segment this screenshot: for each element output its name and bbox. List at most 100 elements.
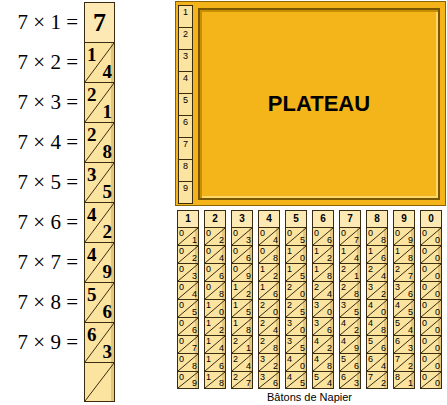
rod-cell: 00 bbox=[421, 246, 441, 264]
rod-cell: 36 bbox=[259, 372, 279, 388]
rod-header: 0 bbox=[421, 211, 441, 228]
equation-label: 7 × 8 = bbox=[18, 292, 78, 313]
units-digit: 4 bbox=[408, 326, 413, 335]
rod-cell: 06 bbox=[178, 318, 198, 336]
units-digit: 7 bbox=[246, 379, 251, 388]
tens-digit: 0 bbox=[422, 355, 427, 364]
diagonal-line bbox=[286, 336, 306, 353]
diagonal-line bbox=[85, 283, 114, 322]
tens-digit: 6 bbox=[341, 373, 346, 382]
tens-digit: 5 bbox=[395, 319, 400, 328]
diagonal-line bbox=[286, 228, 306, 245]
rod-cell: 06 bbox=[313, 228, 333, 246]
rod-cell: 15 bbox=[232, 300, 252, 318]
tens-digit: 4 bbox=[395, 301, 400, 310]
rod-cell: 24 bbox=[367, 264, 387, 282]
diagonal-line bbox=[340, 372, 360, 388]
tens-digit: 2 bbox=[341, 283, 346, 292]
units-digit: 7 bbox=[408, 272, 413, 281]
tens-digit: 1 bbox=[260, 265, 265, 274]
equation-label: 7 × 4 = bbox=[18, 132, 78, 153]
rod-cell: 00 bbox=[421, 228, 441, 246]
diagonal-line bbox=[421, 336, 441, 353]
tens-digit: 0 bbox=[179, 283, 184, 292]
tens-digit: 6 bbox=[368, 355, 373, 364]
plateau-index-strip: 123456789 bbox=[178, 5, 193, 204]
rod-cell: 09 bbox=[232, 264, 252, 282]
rod-cell: 20 bbox=[259, 300, 279, 318]
rod-header: 7 bbox=[340, 211, 360, 228]
diagonal-line bbox=[367, 300, 387, 317]
units-digit: 0 bbox=[300, 362, 305, 371]
equation-label: 7 × 2 = bbox=[18, 52, 78, 73]
rod-cell: 81 bbox=[394, 372, 414, 388]
units-digit: 0 bbox=[435, 290, 440, 299]
rod-cell: 72 bbox=[367, 372, 387, 388]
units-digit: 0 bbox=[435, 379, 440, 388]
rod-cell: 02 bbox=[178, 246, 198, 264]
tens-digit: 1 bbox=[233, 301, 238, 310]
diagonal-line bbox=[340, 228, 360, 245]
diagonal-line bbox=[232, 264, 252, 281]
tens-digit: 0 bbox=[422, 265, 427, 274]
units-digit: 8 bbox=[192, 362, 197, 371]
tens-digit: 0 bbox=[179, 265, 184, 274]
units-digit: 3 bbox=[408, 344, 413, 353]
rod-cell: 54 bbox=[394, 318, 414, 336]
rod-cell: 48 bbox=[367, 318, 387, 336]
tens-digit: 2 bbox=[233, 337, 238, 346]
rod-cell: 07 bbox=[340, 228, 360, 246]
rod-number: 1 bbox=[178, 214, 198, 224]
diagonal-line bbox=[394, 354, 414, 371]
tens-digit: 7 bbox=[368, 373, 373, 382]
tens-digit: 0 bbox=[422, 283, 427, 292]
cell-diagonal bbox=[85, 363, 114, 401]
row-number: 5 bbox=[179, 96, 192, 105]
units-digit: 2 bbox=[192, 254, 197, 263]
units-digit: 8 bbox=[381, 326, 386, 335]
diagonal-line bbox=[394, 264, 414, 281]
diagonal-line bbox=[394, 336, 414, 353]
tens-digit: 1 bbox=[368, 247, 373, 256]
rod-cell: 09 bbox=[394, 228, 414, 246]
diagonal-line bbox=[178, 228, 198, 245]
diagonal-line bbox=[394, 282, 414, 299]
units-digit: 6 bbox=[273, 379, 278, 388]
rod-cell: 40 bbox=[286, 354, 306, 372]
rod-cell: 63 bbox=[85, 323, 114, 363]
tens-digit: 1 bbox=[260, 283, 265, 292]
rod-number: 7 bbox=[85, 10, 114, 36]
rod-cell: 27 bbox=[394, 264, 414, 282]
rod-cell: 08 bbox=[178, 354, 198, 372]
rod-header: 7 bbox=[85, 3, 114, 43]
diagonal-line bbox=[85, 43, 114, 82]
units-digit: 0 bbox=[435, 362, 440, 371]
diagonal-line bbox=[421, 300, 441, 317]
units-digit: 2 bbox=[354, 326, 359, 335]
diagonal-line bbox=[259, 282, 279, 299]
diagonal-line bbox=[421, 228, 441, 245]
units-digit: 0 bbox=[273, 308, 278, 317]
diagonal-line bbox=[286, 246, 306, 263]
row-number: 1 bbox=[179, 8, 192, 17]
units-digit: 8 bbox=[327, 272, 332, 281]
rod-cell: 08 bbox=[259, 246, 279, 264]
rod-cell: 18 bbox=[313, 264, 333, 282]
diagonal-line bbox=[367, 354, 387, 371]
diagonal-line bbox=[340, 246, 360, 263]
rod-number: 9 bbox=[394, 214, 414, 224]
units-digit: 8 bbox=[273, 344, 278, 353]
equation-label: 7 × 5 = bbox=[18, 172, 78, 193]
row-number: 2 bbox=[179, 30, 192, 39]
rod-cell: 06 bbox=[232, 246, 252, 264]
diagonal-line bbox=[205, 228, 225, 245]
equation-label: 7 × 6 = bbox=[18, 212, 78, 233]
rod-header: 1 bbox=[178, 211, 198, 228]
units-digit: 8 bbox=[103, 142, 113, 161]
tens-digit: 7 bbox=[395, 355, 400, 364]
diagonal-line bbox=[205, 282, 225, 299]
tens-digit: 1 bbox=[87, 45, 97, 64]
diagonal-line bbox=[178, 318, 198, 335]
units-digit: 4 bbox=[381, 362, 386, 371]
